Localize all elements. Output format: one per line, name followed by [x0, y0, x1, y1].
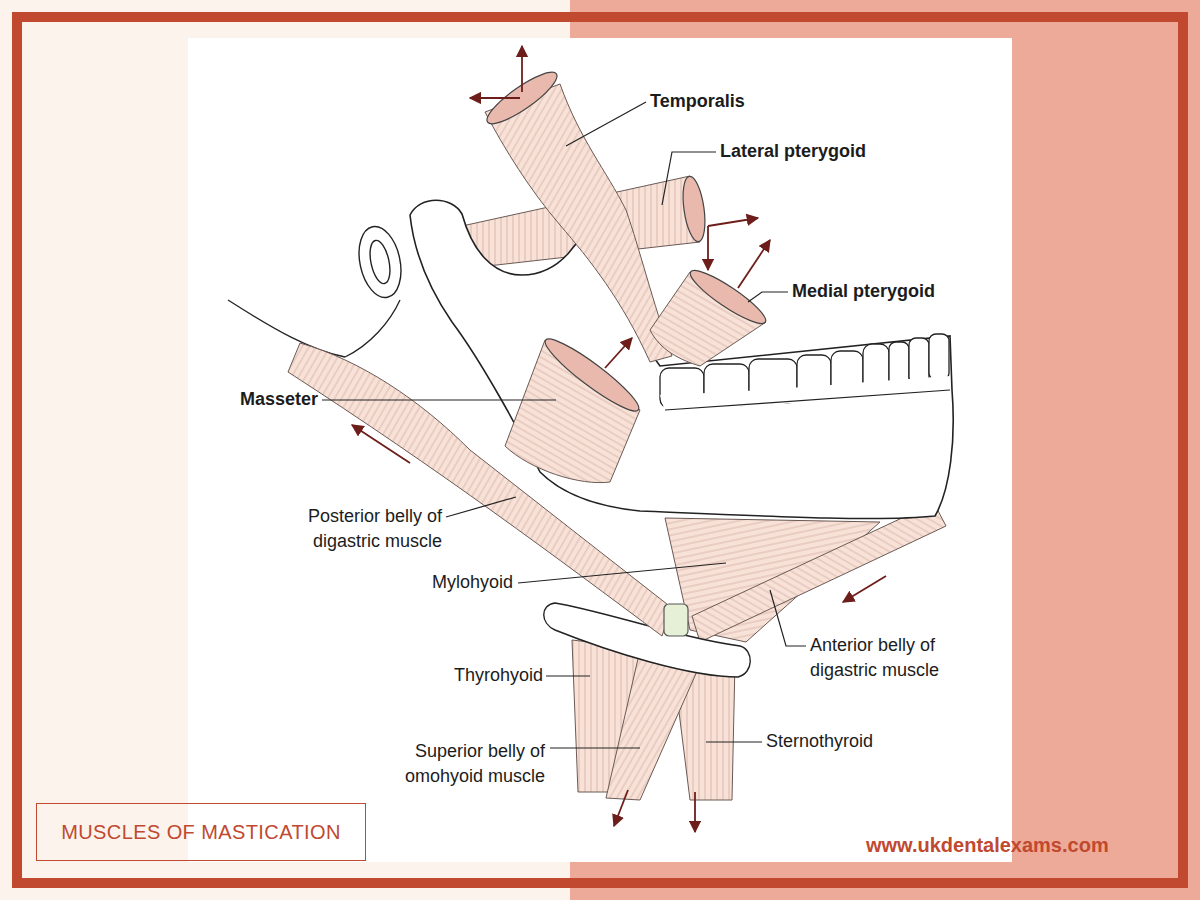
muscle-label: Medial pterygoid [792, 279, 992, 304]
tooth [909, 338, 929, 384]
mastoid-outline [345, 300, 400, 357]
action-arrow [738, 240, 770, 288]
muscle-cut-end [680, 175, 709, 243]
leader-line [518, 563, 726, 583]
muscle-label: Mylohyoid [393, 570, 513, 595]
leader-line [550, 747, 640, 748]
anterior-digastric-muscle [692, 503, 946, 642]
watermark: www.ukdentalexams.com [866, 833, 1176, 858]
action-arrow [521, 46, 523, 92]
leader-line [322, 399, 556, 400]
muscle-label: Anterior belly of digastric muscle [810, 633, 990, 683]
action-arrow [614, 790, 628, 826]
muscle-label: Posterior belly of digastric muscle [252, 504, 442, 554]
gum-band [660, 376, 950, 412]
action-arrow [694, 792, 696, 832]
leader-line [446, 497, 516, 517]
leader-line [566, 102, 646, 146]
temporalis-muscle [485, 84, 672, 362]
muscle-label: Sternothyroid [766, 729, 946, 754]
title-box: MUSCLES OF MASTICATION [36, 803, 366, 861]
action-arrow [605, 338, 632, 368]
frame [17, 17, 1183, 883]
skull-base-outline [228, 300, 345, 357]
muscle-label: Lateral pterygoid [720, 139, 920, 164]
muscle-cut-end [685, 264, 771, 331]
ear-canal-outer [353, 223, 407, 302]
gum-line [665, 390, 950, 410]
muscle-label: Superior belly of omohyoid muscle [365, 739, 545, 789]
white-panel [188, 38, 1012, 862]
tooth [929, 334, 949, 380]
title: MUSCLES OF MASTICATION [61, 821, 341, 844]
omohyoid-muscle [606, 650, 702, 800]
muscle-label: Masseter [196, 387, 318, 412]
action-arrow [352, 425, 410, 463]
action-arrow [708, 218, 758, 226]
leader-line [662, 152, 716, 205]
action-arrow [843, 576, 886, 602]
intermediate-tendon [664, 604, 688, 636]
muscle-label: Temporalis [650, 89, 810, 114]
leader-line [770, 590, 806, 646]
muscle-label: Thyrohyoid [421, 663, 543, 688]
ear-canal-inner [367, 239, 394, 286]
leader-line [748, 292, 788, 302]
leader-line [706, 741, 762, 742]
action-arrow [707, 226, 709, 270]
muscle-cut-end [539, 331, 645, 418]
leader-line [546, 675, 590, 676]
action-arrow [470, 97, 520, 99]
